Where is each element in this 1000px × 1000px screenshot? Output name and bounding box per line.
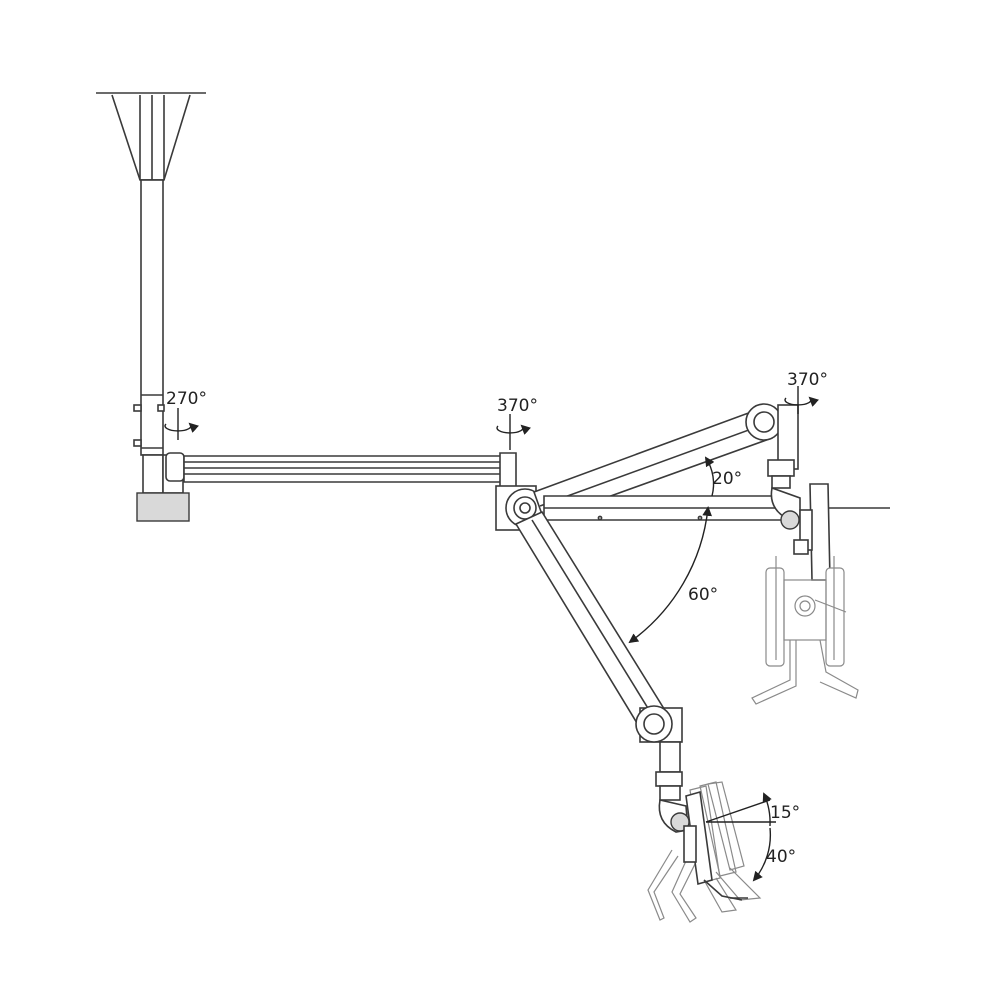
- upper-angle-indicator: 20°: [704, 456, 742, 497]
- ceiling-mount: [96, 92, 206, 181]
- tilt-up-indicator: 15°: [705, 792, 800, 827]
- ceiling-swivel-label: 270°: [166, 389, 207, 409]
- upper-angle-label: 20°: [712, 469, 742, 489]
- upper-monitor-mount: [780, 483, 831, 581]
- ceiling-swivel-indicator: 270°: [164, 389, 207, 440]
- extension-arm: [165, 452, 517, 488]
- upper-ghost-monitor: [751, 556, 859, 705]
- horizontal-reference-arm: [543, 495, 890, 521]
- head-swivel-label: 370°: [787, 370, 828, 390]
- lower-angle-label: 60°: [688, 585, 718, 605]
- lower-head-post: [655, 741, 690, 833]
- elbow-swivel-label: 370°: [497, 396, 538, 416]
- vertical-pole: [133, 179, 190, 522]
- head-swivel-indicator: 370°: [784, 370, 828, 414]
- tilt-up-label: 15°: [770, 803, 800, 823]
- tilt-down-label: 40°: [766, 847, 796, 867]
- lower-angle-indicator: 60°: [628, 506, 718, 644]
- elbow-swivel-indicator: 370°: [496, 396, 538, 450]
- upper-arm: [532, 403, 783, 522]
- lower-arm: [514, 510, 683, 743]
- tilt-down-indicator: 40°: [752, 827, 796, 882]
- lower-monitor-tilt-ghosts: [647, 781, 762, 923]
- lower-monitor-mount: [683, 790, 748, 901]
